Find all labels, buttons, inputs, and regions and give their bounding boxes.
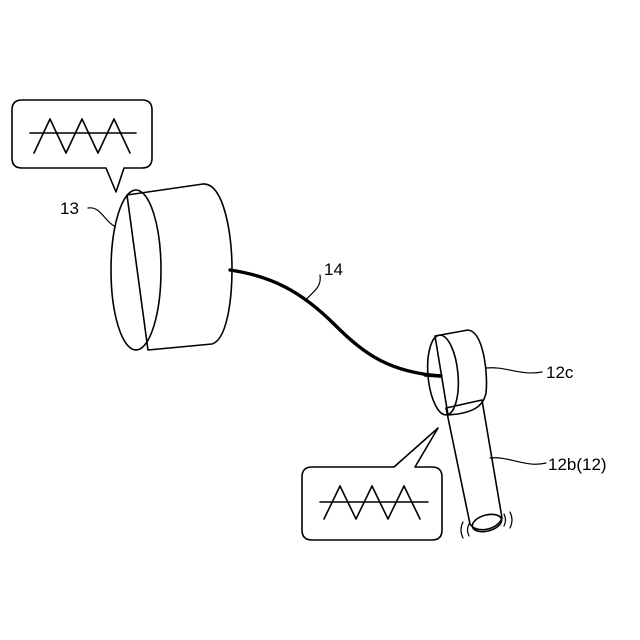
- leader-line-speaker: [88, 208, 114, 226]
- lower-speech-bubble: [302, 428, 442, 540]
- speaker-front-face: [111, 190, 161, 350]
- label-speaker: 13: [60, 199, 79, 218]
- leader-line-head: [486, 368, 542, 373]
- head-cylinder: [425, 330, 487, 416]
- label-handle: 12b(12): [548, 455, 607, 474]
- label-cable: 14: [324, 260, 343, 279]
- lower-waveform-icon: [320, 486, 428, 519]
- upper-speech-bubble: [12, 100, 152, 192]
- leader-line-cable: [306, 275, 320, 300]
- handle-cylinder: [446, 400, 504, 535]
- upper-waveform-icon: [30, 119, 136, 153]
- leader-line-handle: [490, 458, 546, 464]
- cable: [230, 270, 440, 376]
- speaker-cylinder: [111, 184, 232, 350]
- label-head: 12c: [546, 363, 574, 382]
